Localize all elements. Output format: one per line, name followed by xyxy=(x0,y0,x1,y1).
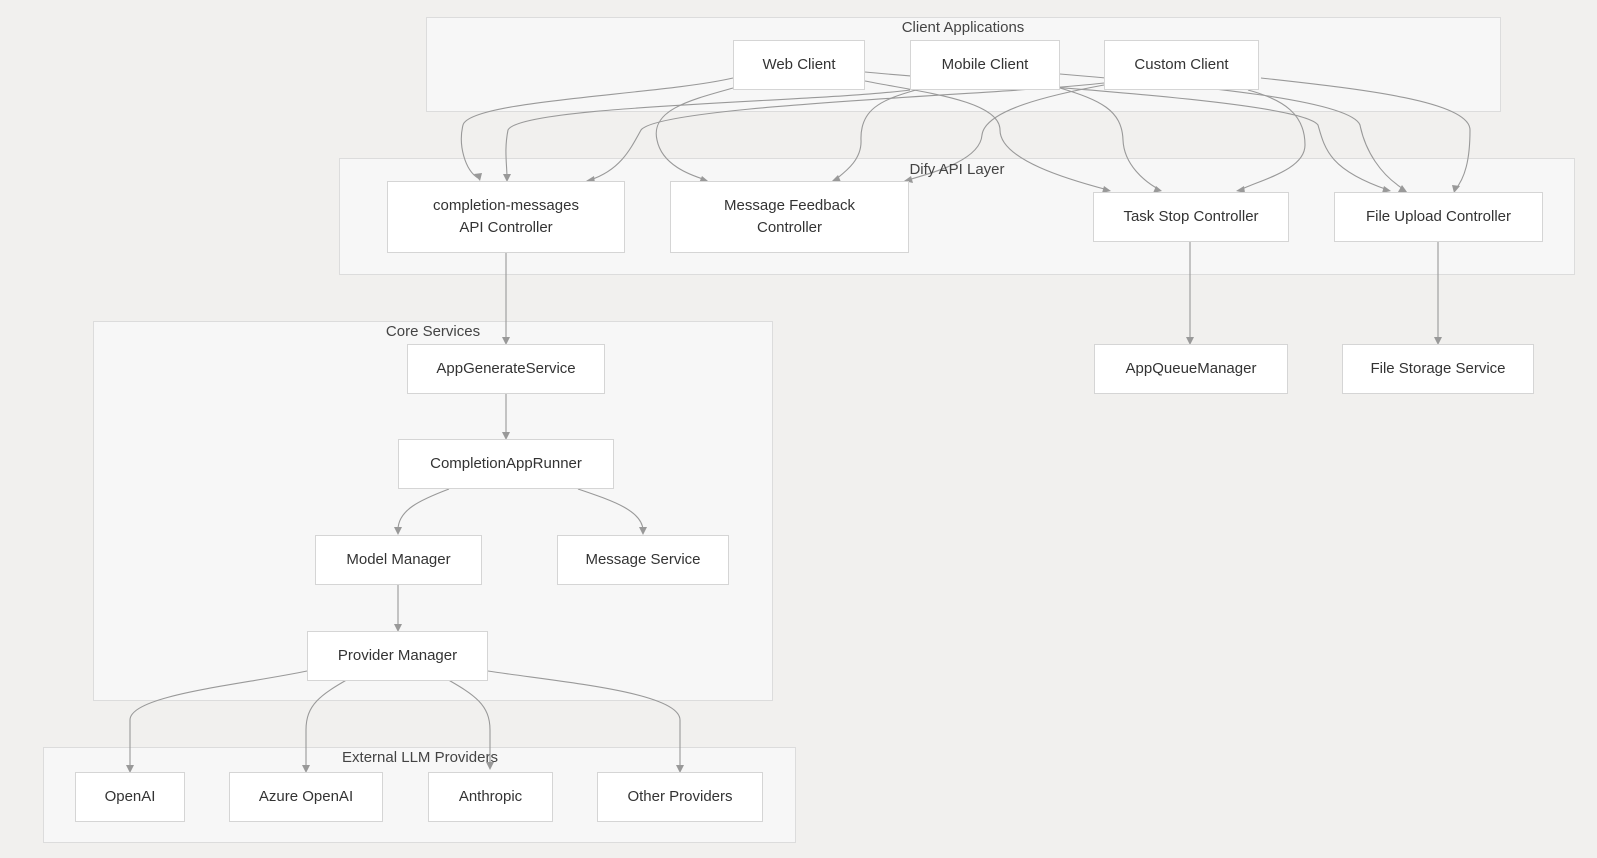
node-model-manager-label: Model Manager xyxy=(346,551,451,568)
node-completion-app-runner[interactable]: CompletionAppRunner xyxy=(398,439,614,489)
group-label-client-applications: Client Applications xyxy=(901,19,1025,36)
node-file-storage-service-label: File Storage Service xyxy=(1370,360,1506,377)
arrowhead xyxy=(502,432,510,440)
node-completion-messages-controller[interactable]: completion-messages API Controller xyxy=(387,181,625,253)
arrowhead xyxy=(1398,185,1407,192)
node-completion-controller-line1: completion-messages xyxy=(433,197,579,214)
node-custom-client-label: Custom Client xyxy=(1134,56,1229,73)
arrowhead xyxy=(394,624,402,632)
edge-mobile-to-taskstop xyxy=(1059,87,1161,191)
arrowhead xyxy=(126,765,134,773)
node-file-storage-service[interactable]: File Storage Service xyxy=(1342,344,1534,394)
node-feedback-controller-line2: Controller xyxy=(756,219,823,236)
arrowhead xyxy=(474,173,482,181)
node-model-manager[interactable]: Model Manager xyxy=(315,535,482,585)
edge-runner-to-modelmanager xyxy=(397,488,450,531)
node-web-client-label: Web Client xyxy=(762,56,836,73)
node-openai-label: OpenAI xyxy=(104,788,156,805)
arrowhead xyxy=(1186,337,1194,345)
node-provider-manager-label: Provider Manager xyxy=(337,647,458,664)
edge-provider-to-other xyxy=(487,670,681,769)
arrowhead xyxy=(486,762,494,770)
node-app-queue-manager[interactable]: AppQueueManager xyxy=(1094,344,1288,394)
node-task-stop-controller-label: Task Stop Controller xyxy=(1123,208,1259,225)
arrowhead xyxy=(639,527,647,535)
arrowhead xyxy=(1382,186,1391,193)
edge-provider-to-anthropic xyxy=(444,677,491,764)
edge-custom-to-completion xyxy=(589,82,1105,181)
node-azure-openai[interactable]: Azure OpenAI xyxy=(229,772,383,822)
edge-custom-to-fileupload xyxy=(1260,77,1471,191)
node-message-service[interactable]: Message Service xyxy=(557,535,729,585)
arrowhead xyxy=(1452,185,1460,193)
node-anthropic-label: Anthropic xyxy=(458,788,523,805)
edge-provider-to-openai xyxy=(129,670,308,769)
edge-web-to-completion xyxy=(460,77,734,179)
edge-custom-to-feedback xyxy=(907,84,1105,181)
arrowhead xyxy=(1434,337,1442,345)
arrowhead xyxy=(676,765,684,773)
node-mobile-client[interactable]: Mobile Client xyxy=(910,40,1060,90)
node-web-client[interactable]: Web Client xyxy=(733,40,865,90)
edge-provider-to-azure xyxy=(305,677,351,769)
arrowhead xyxy=(1102,186,1111,193)
node-file-upload-controller-label: File Upload Controller xyxy=(1365,208,1512,225)
node-anthropic[interactable]: Anthropic xyxy=(428,772,553,822)
edge-runner-to-messageservice xyxy=(577,488,644,531)
node-other-providers[interactable]: Other Providers xyxy=(597,772,763,822)
node-task-stop-controller[interactable]: Task Stop Controller xyxy=(1093,192,1289,242)
node-custom-client[interactable]: Custom Client xyxy=(1104,40,1259,90)
node-openai[interactable]: OpenAI xyxy=(75,772,185,822)
edge-web-to-feedback xyxy=(655,87,734,181)
node-completion-controller-line2: API Controller xyxy=(459,219,553,236)
edge-mobile-to-feedback xyxy=(834,89,917,181)
node-file-upload-controller[interactable]: File Upload Controller xyxy=(1334,192,1543,242)
group-label-external-llm-providers: External LLM Providers xyxy=(342,749,498,766)
group-label-dify-api-layer: Dify API Layer xyxy=(909,161,1005,178)
arrowhead xyxy=(503,174,511,182)
node-app-generate-service-label: AppGenerateService xyxy=(436,360,576,377)
arrowhead xyxy=(1236,186,1245,193)
arrowhead xyxy=(302,765,310,773)
edge-custom-to-taskstop xyxy=(1239,89,1306,191)
node-completion-app-runner-label: CompletionAppRunner xyxy=(430,455,582,472)
arrowhead xyxy=(832,175,841,182)
edge-web-to-taskstop xyxy=(864,80,1109,191)
node-feedback-controller-line1: Message Feedback xyxy=(724,197,855,214)
group-label-core-services: Core Services xyxy=(385,323,481,340)
edge-mobile-to-fileupload xyxy=(1059,73,1406,191)
node-app-queue-manager-label: AppQueueManager xyxy=(1125,360,1257,377)
node-message-service-label: Message Service xyxy=(585,551,701,568)
node-mobile-client-label: Mobile Client xyxy=(941,56,1029,73)
arrowhead xyxy=(502,337,510,345)
node-app-generate-service[interactable]: AppGenerateService xyxy=(407,344,605,394)
node-provider-manager[interactable]: Provider Manager xyxy=(307,631,488,681)
edge-mobile-to-completion xyxy=(505,89,911,179)
arrowhead xyxy=(394,527,402,535)
arrowhead xyxy=(1153,186,1162,193)
node-other-providers-label: Other Providers xyxy=(627,788,733,805)
node-message-feedback-controller[interactable]: Message Feedback Controller xyxy=(670,181,909,253)
node-azure-openai-label: Azure OpenAI xyxy=(258,788,354,805)
